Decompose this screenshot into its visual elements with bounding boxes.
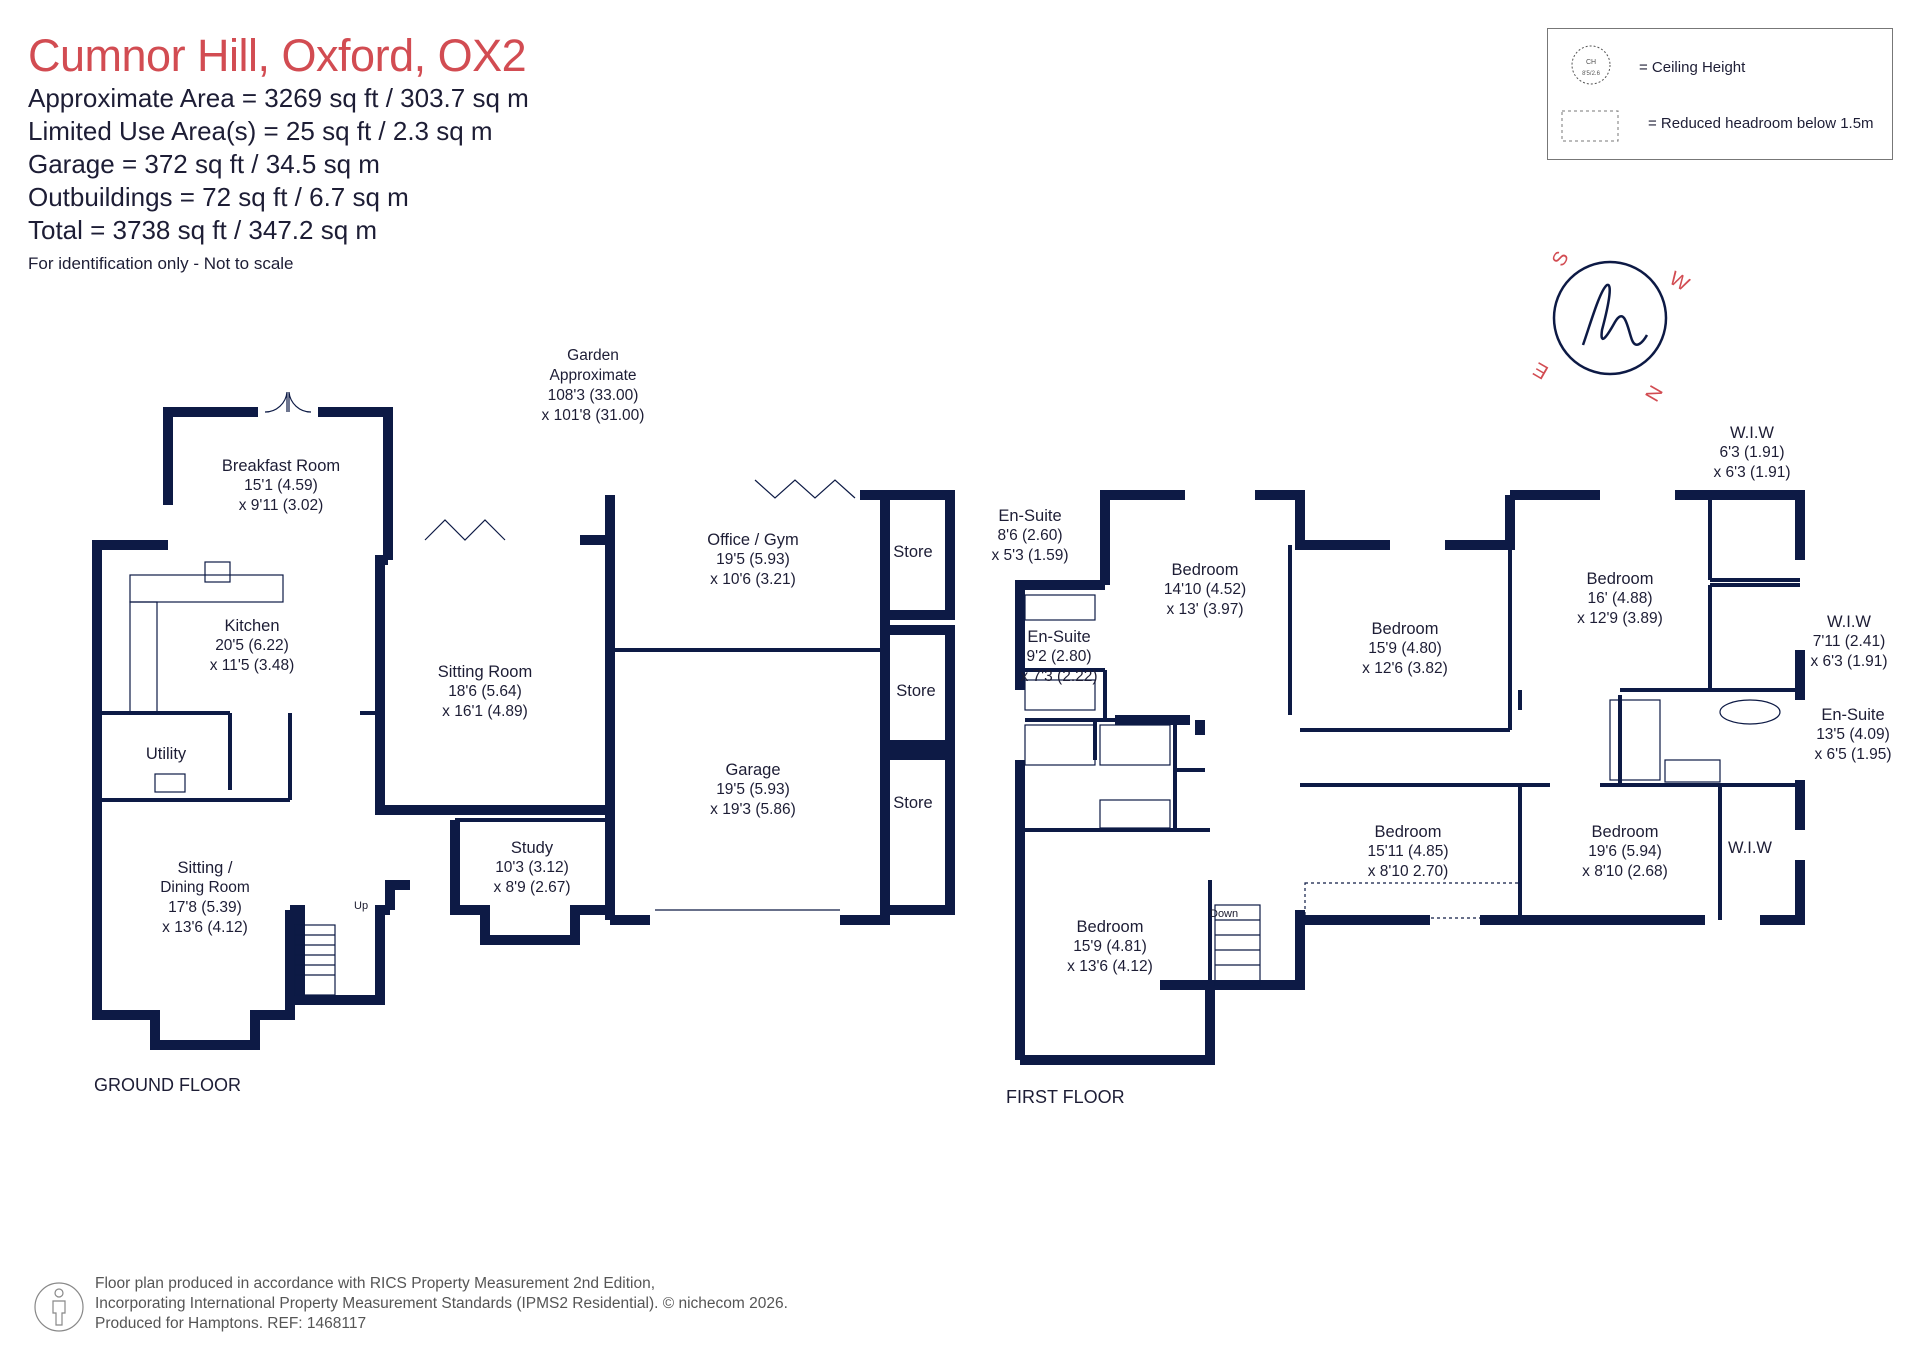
hob-icon [204,561,231,583]
door-swing [264,391,288,413]
room-office-gym: Office / Gym 19'5 (5.93) x 10'6 (3.21) [707,531,799,588]
kitchen-side-counter [129,601,158,715]
footer-line: Incorporating International Property Mea… [95,1295,788,1312]
reduced-headroom-icon [1561,110,1619,142]
room-bedroom-6: Bedroom 15'9 (4.81) x 13'6 (4.12) [1067,918,1153,975]
room-utility: Utility [145,745,187,763]
compass-logo: S W N E [1530,248,1693,405]
disclaimer-note: For identification only - Not to scale [28,254,294,273]
room-store: Store [893,543,933,561]
legend-ceiling-label: = Ceiling Height [1639,59,1746,76]
shower-icon [1609,699,1661,781]
room-ensuite-1: En-Suite 8'6 (2.60) x 5'3 (1.59) [991,507,1069,564]
stat-outbuildings: Outbuildings = 72 sq ft / 6.7 sq m [28,182,409,212]
reduced-headroom-area [1304,882,1521,919]
utility-sink-icon [154,773,186,793]
logo-h-icon [1581,283,1649,346]
kitchen-counter [129,574,284,603]
room-wiw-3: W.I.W [1728,839,1772,857]
first-floor-inner-walls [1020,495,1800,990]
first-floor-walls [1015,490,1805,1065]
garden-label: Garden Approximate 108'3 (33.00) x 101'8… [542,346,645,426]
first-stairs-icon [1214,904,1261,986]
first-floor-label: FIRST FLOOR [1006,1087,1125,1107]
double-basin-icon [1664,759,1721,783]
room-study: Study 10'3 (3.12) x 8'9 (2.67) [493,839,571,896]
person-icon [34,1282,84,1332]
compass-n: N [1640,381,1666,405]
compass-w: W [1665,268,1692,297]
footer-line: Floor plan produced in accordance with R… [95,1275,656,1292]
room-ensuite-3: En-Suite 13'5 (4.09) x 6'5 (1.95) [1814,706,1892,763]
ground-stairs-label: Up [354,900,369,912]
stat-garage: Garage = 372 sq ft / 34.5 sq m [28,149,380,179]
page-title: Cumnor Hill, Oxford, OX2 [28,30,527,81]
room-kitchen: Kitchen 20'5 (6.22) x 11'5 (3.48) [209,617,295,674]
room-sitting: Sitting Room 18'6 (5.64) x 16'1 (4.89) [437,663,533,720]
shower-icon [1024,724,1096,766]
ground-floor-fixtures [129,391,856,996]
garden-line: Garden [567,347,619,364]
shower-icon [1099,799,1171,829]
first-floor-fixtures [1024,594,1781,986]
room-bedroom-4: Bedroom 15'11 (4.85) x 8'10 2.70) [1367,823,1449,880]
bath-icon [1024,594,1096,621]
bifold-door-icon [754,479,856,499]
footer-text: Floor plan produced in accordance with R… [95,1274,788,1334]
compass-s: S [1548,248,1574,271]
room-ensuite-2: En-Suite 9'2 (2.80) x 7'3 (2.22) [1020,628,1098,685]
room-breakfast: Breakfast Room 15'1 (4.59) x 9'11 (3.02) [221,457,341,514]
stat-total: Total = 3738 sq ft / 347.2 sq m [28,215,378,245]
ceiling-symbol-top: CH [1586,59,1596,66]
sitting-bifold-door-icon [424,519,506,541]
ceiling-symbol-bottom: 8'5/2.6 [1582,71,1600,77]
garden-line: Approximate [549,367,637,384]
door-swing [288,391,312,413]
ground-stairs-icon [294,924,336,996]
room-sitting-dining: Sitting / Dining Room 17'8 (5.39) x 13'6… [160,859,250,936]
legend-box: CH 8'5/2.6 = Ceiling Height = Reduced he… [1547,28,1893,160]
footer-line: Produced for Hamptons. REF: 1468117 [95,1315,367,1332]
bath-icon [1719,699,1781,725]
logo-ring [1552,260,1668,376]
garden-line: x 101'8 (31.00) [541,407,645,424]
room-bedroom-1: Bedroom 14'10 (4.52) x 13' (3.97) [1163,561,1247,618]
ground-floor-label: GROUND FLOOR [94,1075,242,1095]
room-bedroom-5: Bedroom 19'6 (5.94) x 8'10 (2.68) [1582,823,1668,880]
room-bedroom-2: Bedroom 15'9 (4.80) x 12'6 (3.82) [1362,620,1448,677]
room-garage: Garage 19'5 (5.93) x 19'3 (5.86) [710,761,796,818]
room-bedroom-3: Bedroom 16' (4.88) x 12'9 (3.89) [1577,570,1663,627]
room-store: Store [896,682,936,700]
ground-floor-inner-walls [97,648,885,822]
stat-area: Approximate Area = 3269 sq ft / 303.7 sq… [28,83,529,113]
compass-e: E [1530,357,1553,383]
legend-symbols: CH 8'5/2.6 [1561,45,1619,142]
first-stairs-label: Down [1210,908,1239,920]
legend-reduced-label: = Reduced headroom below 1.5m [1648,115,1874,132]
room-store: Store [893,794,933,812]
header: Cumnor Hill, Oxford, OX2 Approximate Are… [28,30,529,277]
shower-icon [1099,724,1171,766]
room-wiw-2: W.I.W 7'11 (2.41) x 6'3 (1.91) [1810,613,1888,670]
shower-icon [1024,679,1096,711]
garden-line: 108'3 (33.00) [547,387,639,404]
room-wiw-1: W.I.W 6'3 (1.91) x 6'3 (1.91) [1713,424,1791,481]
ceiling-height-icon [1571,45,1611,85]
stat-limited-use: Limited Use Area(s) = 25 sq ft / 2.3 sq … [28,116,493,146]
